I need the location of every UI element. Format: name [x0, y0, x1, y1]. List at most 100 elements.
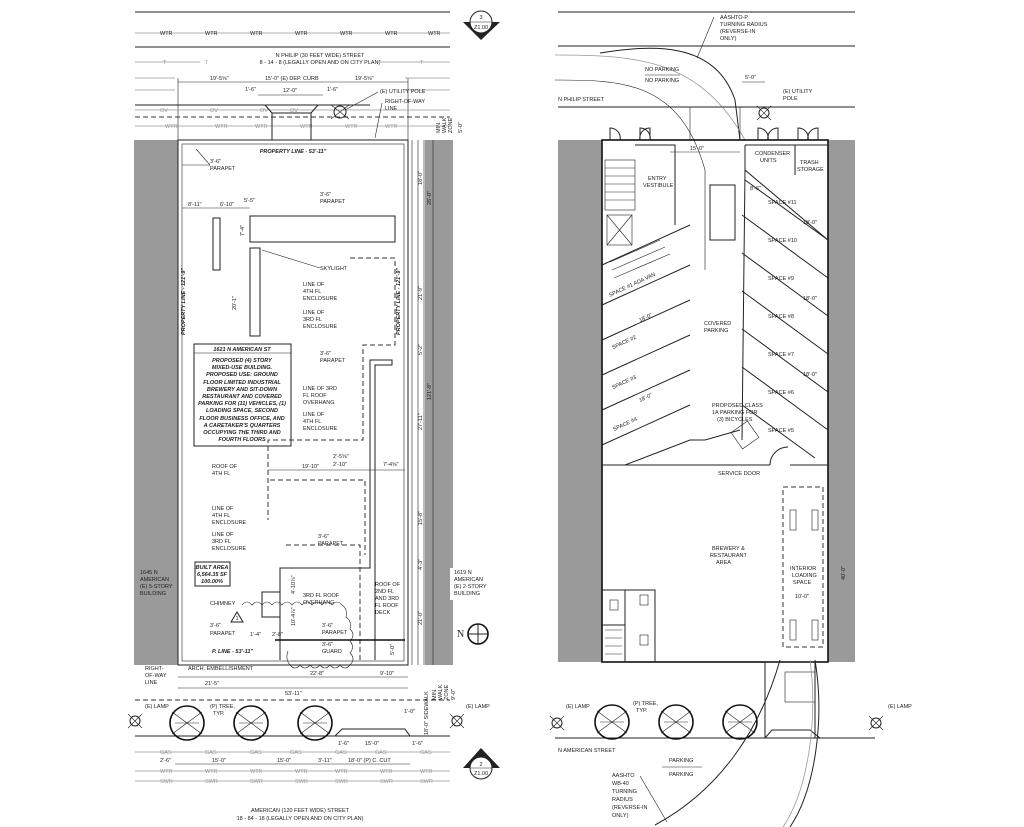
doors	[609, 127, 819, 141]
drawing-label: 9'-0"	[451, 689, 457, 700]
drawing-label: ENCLOSURE	[303, 426, 338, 432]
drawing-label: PARAPET	[210, 631, 236, 637]
drawing-label: 3'-6"	[320, 192, 331, 198]
drawing-label: (3) BICYCLES	[717, 417, 753, 423]
drawing-label: 53'-11"	[285, 691, 302, 697]
drawing-label: 9'-10"	[380, 671, 394, 677]
drawing-label: PROPOSED (4) STORY	[212, 358, 273, 364]
drawing-label: MIXED-USE BUILDING.	[212, 365, 273, 371]
drawing-label: WTR	[385, 31, 398, 37]
drawing-label: ENCLOSURE	[212, 520, 247, 526]
drawing-label: WTR	[165, 124, 178, 130]
drawing-linework	[811, 619, 819, 641]
drawing-label: 27'-11"	[418, 413, 424, 430]
skylight	[249, 215, 396, 243]
drawing-label: 1'-6"	[245, 87, 256, 93]
drawing-label: WTR	[255, 124, 268, 130]
drawing-label: NO PARKING	[645, 78, 679, 84]
tree-icon	[233, 705, 269, 741]
parking-space-label: SPACE #7	[768, 352, 794, 358]
drawing-linework	[601, 224, 741, 466]
drawing-label: (E) LAMP	[888, 704, 912, 710]
drawing-label: 1621 N AMERICAN ST	[213, 347, 271, 353]
drawing-label: FLOOR LIMITED INDUSTRIAL	[203, 380, 281, 386]
drawing-label: WTR	[160, 769, 173, 775]
drawing-linework	[264, 104, 319, 140]
drawing-linework	[129, 715, 141, 727]
parking-spaces-left: SPACE #1 ADA VAN SPACE #2 SPACE #3 SPACE…	[601, 224, 741, 466]
utility-pole-icon	[756, 105, 772, 121]
drawing-linework	[789, 659, 820, 827]
drawing-linework	[451, 715, 463, 727]
drawing-label: CHIMNEY	[210, 601, 236, 607]
drawing-label: (REVERSE-IN	[612, 805, 647, 811]
drawing-label: PARKING	[704, 328, 728, 334]
drawing-label: 1'-4"	[250, 632, 261, 638]
drawing-linework	[549, 715, 565, 731]
drawing-linework	[171, 711, 203, 735]
drawing-linework	[696, 16, 715, 59]
drawing-label: DECK	[375, 610, 391, 616]
skylight	[212, 217, 221, 271]
drawing-label: (E) 5-STORY	[140, 584, 173, 590]
drawing-label: WTR	[160, 31, 173, 37]
drawing-label: OVERHANG	[303, 400, 334, 406]
drawing-label: 18'-0"	[803, 372, 817, 378]
drawing-label: 121'-9"	[427, 383, 433, 400]
drawing-label: BUILT AREA	[196, 565, 229, 571]
drawing-label: POLE	[783, 96, 798, 102]
drawing-linework	[639, 634, 649, 646]
drawing-label: OF-WAY	[145, 673, 167, 679]
drawing-label: N	[457, 629, 464, 640]
parking-space-label: SPACE #6	[768, 390, 794, 396]
drawing-label: (P) TREE,	[633, 701, 658, 707]
drawing-label: GAS	[420, 750, 432, 756]
drawing-linework	[261, 249, 321, 269]
building-outline	[601, 139, 829, 663]
drawing-linework	[784, 671, 816, 703]
drawing-label: 18'-0"	[418, 171, 424, 185]
drawing-linework	[230, 611, 244, 623]
revision-triangle-icon: 1	[230, 611, 244, 623]
drawing-label: 21'-5"	[205, 681, 219, 687]
drawing-linework	[594, 704, 630, 740]
aashto-p-turning-path	[599, 47, 741, 141]
drawing-label: 5'-2"	[418, 344, 424, 355]
drawing-label: SWR	[295, 779, 308, 785]
drawing-linework	[127, 713, 143, 729]
drawing-label: INTERIOR	[790, 566, 816, 572]
drawing-label: TURNING	[612, 789, 637, 795]
drawing-label: SWR	[205, 779, 218, 785]
drawing-label: WTR	[215, 124, 228, 130]
parking-space-label: SPACE #9	[768, 276, 794, 282]
drawing-label: ENCLOSURE	[212, 546, 247, 552]
drawing-linework	[689, 106, 741, 141]
drawing-label: BREWERY &	[712, 546, 745, 552]
drawing-label: 3'-11"	[318, 758, 332, 764]
drawing-linework	[606, 214, 633, 246]
drawing-label: 5'-0"	[390, 644, 396, 655]
drawing-label: STORAGE	[797, 167, 824, 173]
drawing-label: 15'-0" (E) DEP. CURB	[265, 76, 319, 82]
drawing-linework	[195, 148, 211, 166]
section-marker-3: 3 Z1.00	[463, 10, 500, 40]
bicycle-rack	[730, 420, 760, 450]
built-area-box: BUILT AREA 6,564.35 SF 100.00%	[194, 561, 231, 587]
drawing-label: 15'-0"	[365, 741, 379, 747]
drawing-label: AMERICAN	[454, 577, 483, 583]
drawing-label: 18'-0"	[638, 392, 653, 403]
drawing-label: 2ND FL	[375, 589, 394, 595]
drawing-label: WALK	[442, 117, 448, 133]
parking-spaces-right: SPACE #11 SPACE #10 SPACE #9 SPACE #8 SP…	[741, 169, 829, 459]
tree-icon	[169, 705, 205, 741]
drawing-label: 3'-6"	[210, 623, 221, 629]
drawing-label: OV	[210, 108, 218, 114]
parking-space-label: SPACE #10	[768, 238, 797, 244]
drawing-label: FL ROOF	[303, 393, 327, 399]
drawing-label: (E) LAMP	[145, 704, 169, 710]
drawing-label: 1A PARKING FOR	[712, 410, 757, 416]
drawing-label: 1619 N	[454, 570, 472, 576]
drawing-linework	[789, 619, 797, 641]
drawing-linework	[235, 711, 267, 735]
drawing-label: NO PARKING	[645, 67, 679, 73]
